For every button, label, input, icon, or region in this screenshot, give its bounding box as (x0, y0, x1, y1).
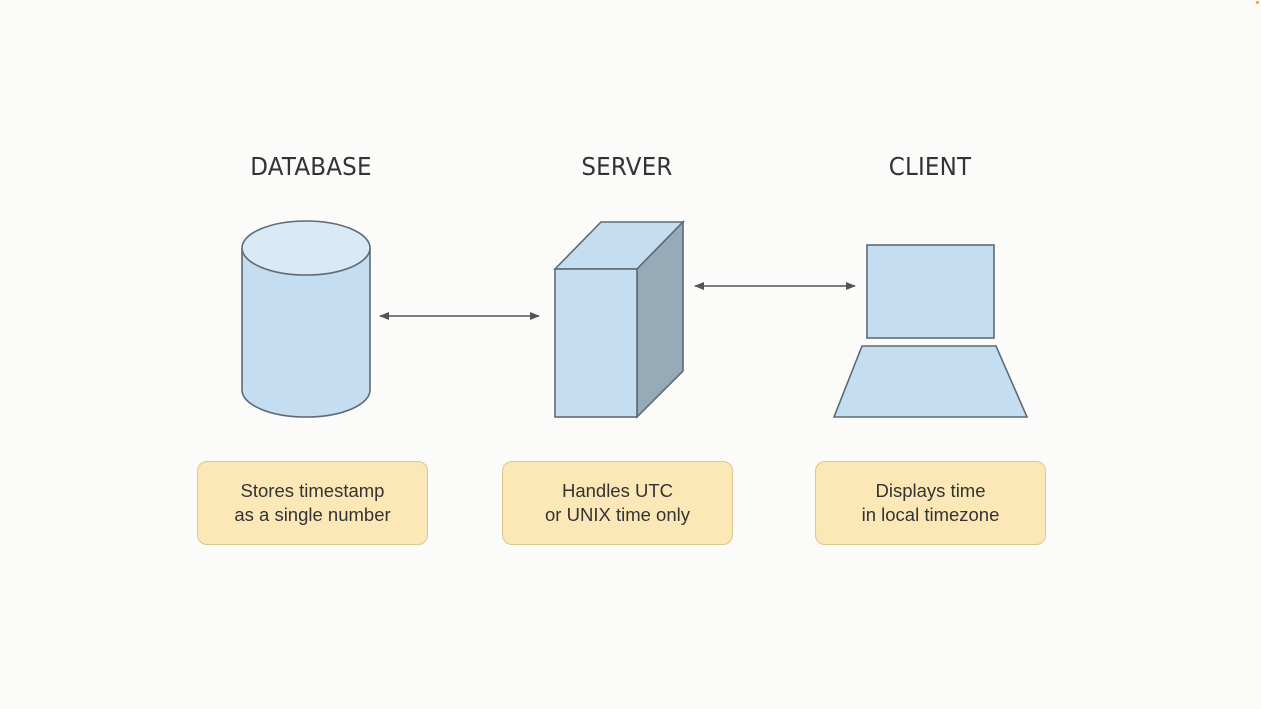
server-heading: SERVER (581, 152, 673, 181)
database-cylinder-icon (241, 220, 371, 418)
database-note-line-1: Stores timestamp (240, 480, 385, 501)
client-note-line-2: in local timezone (861, 504, 1000, 525)
client-heading: CLIENT (888, 152, 972, 181)
client-note-line-1: Displays time (875, 480, 986, 501)
server-note-line-2: or UNIX time only (545, 504, 690, 525)
laptop-icon (832, 244, 1029, 418)
server-box-icon (553, 220, 685, 419)
server-note: Handles UTC or UNIX time only (502, 461, 733, 545)
database-note-line-2: as a single number (234, 504, 391, 525)
client-note: Displays time in local timezone (815, 461, 1046, 545)
database-heading: DATABASE (250, 152, 372, 181)
corner-indicator (1256, 1, 1259, 4)
server-note-line-1: Handles UTC (561, 480, 674, 501)
database-note: Stores timestamp as a single number (197, 461, 428, 545)
